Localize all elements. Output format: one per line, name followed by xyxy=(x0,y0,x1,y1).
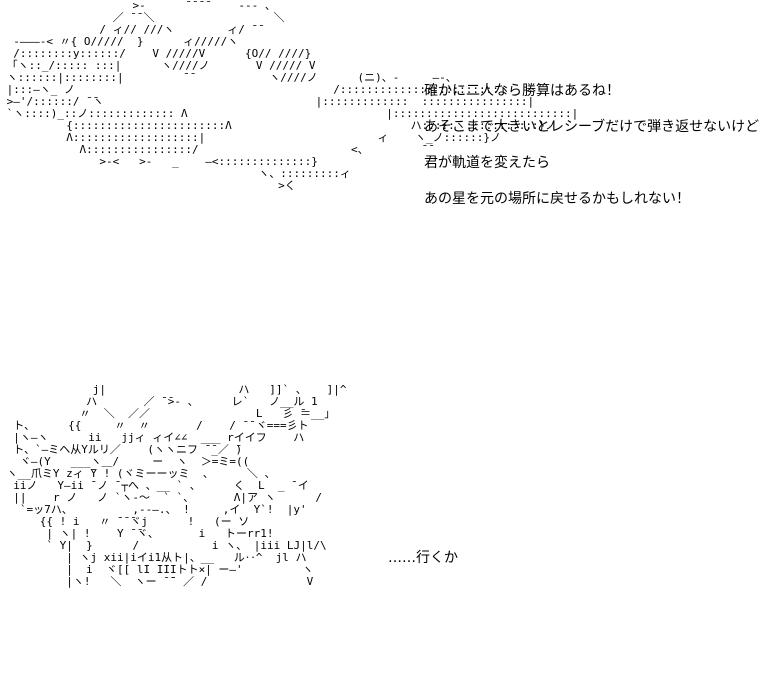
dialogue-line-4: あの星を元の場所に戻せるかもしれない！ xyxy=(424,191,690,207)
dialogue-line-3: 君が軌道を変えたら xyxy=(424,155,550,171)
dialogue-line-2: あそこまで大きいとレシーブだけで弾き返せないけど xyxy=(424,119,760,135)
dialogue-line-5: ……行くか xyxy=(388,550,458,566)
ascii-art-bottom: j| ハ ]]` 、 ]|^ ハ ／ ̄ ̄>- 、 レ` ノ__ル 1 〃 ＼… xyxy=(6,383,347,588)
dialogue-line-1: 確かに二人なら勝算はあるね！ xyxy=(424,83,620,99)
ascii-art-top: >- ̄ ̄ ̄ ̄ --- 、 ／ ̄ ̄ ＼ ＼ / ィ// ///ヽ ィ/… xyxy=(6,0,579,192)
